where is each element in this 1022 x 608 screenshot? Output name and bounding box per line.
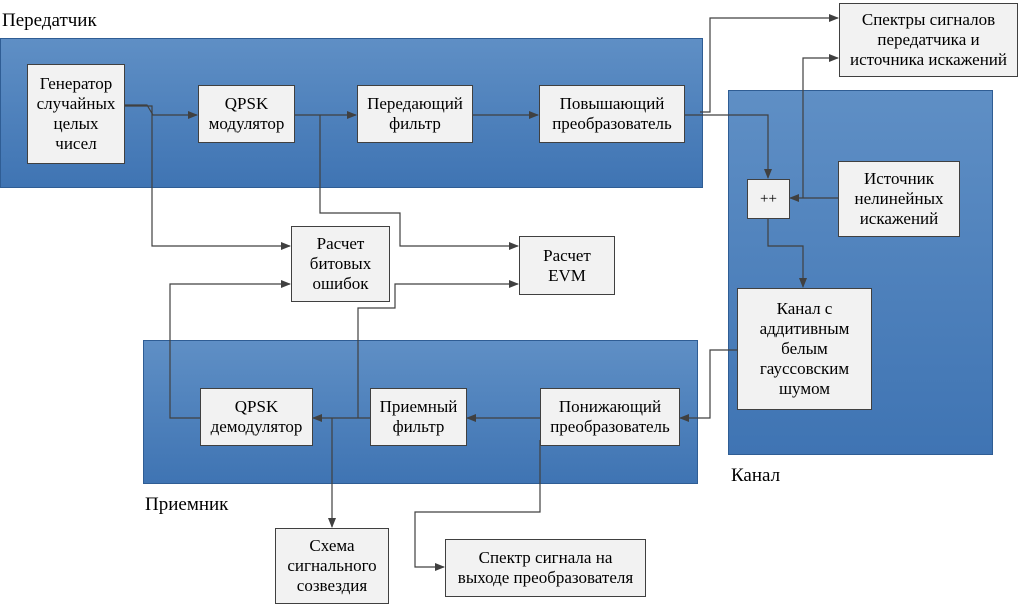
constellation-diagram-block[interactable]: Схема сигнального созвездия (275, 528, 389, 604)
ber-calculation-block[interactable]: Расчет битовых ошибок (291, 226, 390, 302)
qpsk-modulator-block[interactable]: QPSK модулятор (198, 85, 295, 143)
receive-filter-block[interactable]: Приемный фильтр (370, 388, 467, 446)
wire-demod-to-ber (169, 280, 291, 419)
wire-up-to-spectra (700, 14, 839, 113)
random-integer-generator-block[interactable]: Генератор случайных целых чисел (27, 64, 125, 164)
upconverter-block[interactable]: Повышающий преобразователь (539, 85, 685, 143)
receiver-label: Приемник (145, 494, 229, 515)
evm-calculation-block[interactable]: Расчет EVM (519, 236, 615, 295)
transmit-filter-block[interactable]: Передающий фильтр (357, 85, 473, 143)
downconverter-block[interactable]: Понижающий преобразователь (540, 388, 680, 446)
transmitter-label: Передатчик (2, 10, 97, 31)
wire-awgn-to-down (679, 349, 737, 422)
wire-rng-to-ber (125, 105, 291, 250)
wire-rxfilter-to-evm (357, 280, 519, 418)
awgn-channel-block[interactable]: Канал с аддитивным белым гауссовским шум… (737, 288, 872, 410)
wire-up-to-summer (685, 114, 772, 179)
wire-nonlin-to-spectra (802, 54, 839, 198)
qpsk-demodulator-block[interactable]: QPSK демодулятор (200, 388, 313, 446)
nonlinear-distortion-source-block[interactable]: Источник нелинейных искажений (838, 161, 960, 237)
wire-mod-to-evm (319, 115, 519, 250)
summer-block[interactable]: ++ (747, 179, 790, 219)
output-spectrum-block[interactable]: Спектр сигнала на выходе преобразователя (445, 539, 646, 597)
wire-summer-to-awgn (767, 219, 807, 288)
channel-label: Канал (731, 465, 781, 486)
spectra-display-block[interactable]: Спектры сигналов передатчика и источника… (839, 3, 1018, 77)
wire-down-to-spectrum (414, 440, 541, 571)
wire-rng-to-mod (125, 104, 198, 119)
